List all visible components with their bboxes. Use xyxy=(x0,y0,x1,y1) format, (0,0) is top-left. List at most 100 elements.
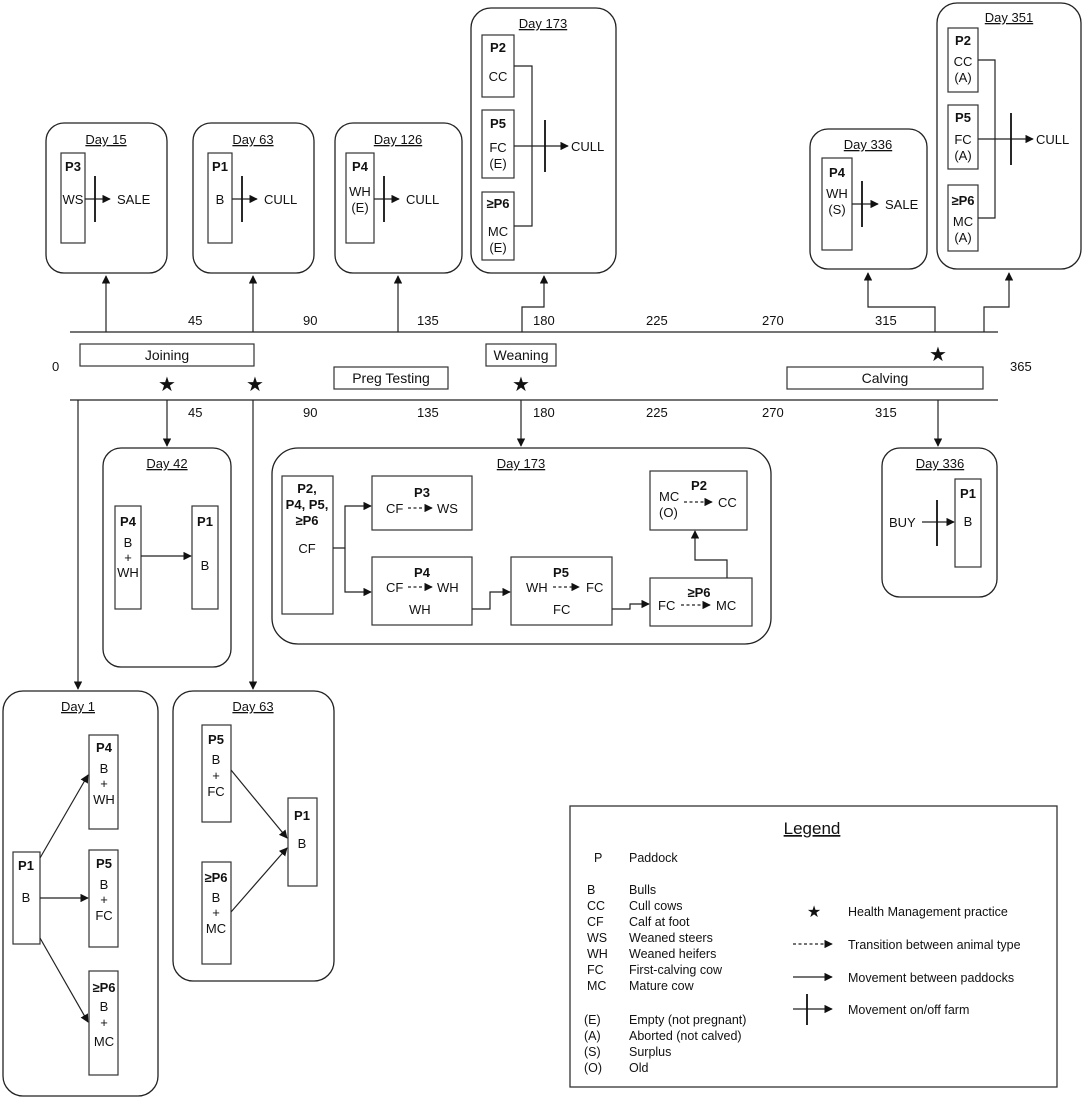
phase-weaning: Weaning xyxy=(493,347,548,363)
animal-label: FC xyxy=(489,140,506,155)
plus-sign: + xyxy=(212,768,220,783)
card-day336-sale: Day 336 P4 WH (S) SALE xyxy=(809,128,928,270)
animal-label: B xyxy=(964,514,973,529)
card-day: Day 336 xyxy=(844,137,892,152)
card-day: Day 126 xyxy=(374,132,422,147)
tick-bottom-270: 270 xyxy=(762,405,784,420)
animal-label: WH xyxy=(409,602,431,617)
phase-calving: Calving xyxy=(862,370,909,386)
legend-symbol-desc: Movement between paddocks xyxy=(848,971,1014,985)
animal-status: (E) xyxy=(351,200,368,215)
animal-label: WH xyxy=(437,580,459,595)
paddock-label: ≥P6 xyxy=(204,870,227,885)
legend-desc: First-calving cow xyxy=(629,963,723,977)
paddock-label: P5 xyxy=(490,116,506,131)
plus-sign: + xyxy=(100,1015,108,1030)
tick-top-315: 315 xyxy=(875,313,897,328)
animal-status: (O) xyxy=(659,505,678,520)
legend-desc: Surplus xyxy=(629,1045,671,1059)
card-day173-cull: Day 173 P2 CC P5 FC (E) ≥P6 MC (E) CULL xyxy=(470,7,617,274)
animal-label: MC xyxy=(488,224,508,239)
animal-label: B xyxy=(212,752,221,767)
paddock-label: P4 xyxy=(96,740,113,755)
legend-code: FC xyxy=(587,963,604,977)
plus-sign: + xyxy=(100,776,108,791)
tick-bottom-45: 45 xyxy=(188,405,202,420)
action-label: SALE xyxy=(117,192,151,207)
animal-label: MC xyxy=(716,598,736,613)
animal-label: CF xyxy=(298,541,315,556)
phase-preg-testing-box xyxy=(333,366,449,390)
star-icon: ★ xyxy=(807,904,821,921)
animal-label: MC xyxy=(94,1034,114,1049)
paddock-label: P2 xyxy=(490,40,506,55)
phase-weaning-box xyxy=(485,343,557,367)
paddock-label: P4 xyxy=(414,565,431,580)
tick-0: 0 xyxy=(52,359,59,374)
plus-sign: + xyxy=(100,892,108,907)
animal-label: B xyxy=(298,836,307,851)
legend-symbol-desc: Transition between animal type xyxy=(848,938,1021,952)
card-day: Day 351 xyxy=(985,10,1033,25)
paddock-label: P5 xyxy=(955,110,971,125)
plus-sign: + xyxy=(212,905,220,920)
animal-label: B xyxy=(216,192,225,207)
action-label: CULL xyxy=(1036,132,1069,147)
legend-title: Legend xyxy=(784,819,841,838)
plus-sign: + xyxy=(124,550,132,565)
tick-bottom-225: 225 xyxy=(646,405,668,420)
animal-label: B xyxy=(201,558,210,573)
paddock-label: P2 xyxy=(691,478,707,493)
card-day173-moves: Day 173 P2, P4, P5, ≥P6 CF P3 CF WS P4 C… xyxy=(271,447,772,645)
legend-code: (E) xyxy=(584,1013,601,1027)
legend-desc: Old xyxy=(629,1061,649,1075)
tick-top-90: 90 xyxy=(303,313,317,328)
paddock-label: P1 xyxy=(18,858,34,873)
legend-code: WH xyxy=(587,947,608,961)
paddock-label: ≥P6 xyxy=(687,585,710,600)
down-connectors xyxy=(73,400,943,690)
paddock-label: P2 xyxy=(955,33,971,48)
paddock-label: P4 xyxy=(352,159,369,174)
card-day: Day 63 xyxy=(232,699,273,714)
animal-label: FC xyxy=(553,602,570,617)
animal-label: B xyxy=(100,761,109,776)
phase-preg-testing: Preg Testing xyxy=(352,370,430,386)
tick-top-270: 270 xyxy=(762,313,784,328)
animal-label: WS xyxy=(437,501,458,516)
animal-label: CC xyxy=(954,54,973,69)
action-label: CULL xyxy=(264,192,297,207)
tick-bottom-135: 135 xyxy=(417,405,439,420)
card-day126: Day 126 P4 WH (E) CULL xyxy=(334,122,463,274)
legend-code: CF xyxy=(587,915,604,929)
animal-label: FC xyxy=(586,580,603,595)
animal-label: MC xyxy=(659,489,679,504)
card-day: Day 15 xyxy=(85,132,126,147)
card-day63-moves: Day 63 P5 B + FC ≥P6 B + MC P1 B xyxy=(172,690,335,982)
legend-code: P xyxy=(594,851,602,865)
paddock-label: P5 xyxy=(96,856,112,871)
card-day: Day 63 xyxy=(232,132,273,147)
card-day351: Day 351 P2 CC (A) P5 FC (A) ≥P6 MC (A) C… xyxy=(936,2,1082,270)
animal-label: FC xyxy=(954,132,971,147)
tick-top-45: 45 xyxy=(188,313,202,328)
solid-arrow-icon xyxy=(39,937,89,1023)
animal-label: B xyxy=(22,890,31,905)
card-day336-buy: Day 336 BUY P1 B xyxy=(881,447,998,598)
tick-bottom-90: 90 xyxy=(303,405,317,420)
legend-desc: Cull cows xyxy=(629,899,683,913)
legend-code: CC xyxy=(587,899,605,913)
paddock-label: P5 xyxy=(553,565,569,580)
legend-code: (A) xyxy=(584,1029,601,1043)
paddock-label: ≥P6 xyxy=(951,193,974,208)
solid-arrow-icon xyxy=(230,769,288,839)
legend-desc: Mature cow xyxy=(629,979,695,993)
animal-label: MC xyxy=(206,921,226,936)
paddock-label: ≥P6 xyxy=(295,513,318,528)
card-day42: Day 42 P4 B + WH P1 B xyxy=(102,447,232,668)
timeline: 0 45 90 135 180 225 270 315 365 45 90 13… xyxy=(52,313,1032,420)
legend-code: (S) xyxy=(584,1045,601,1059)
tick-bottom-315: 315 xyxy=(875,405,897,420)
